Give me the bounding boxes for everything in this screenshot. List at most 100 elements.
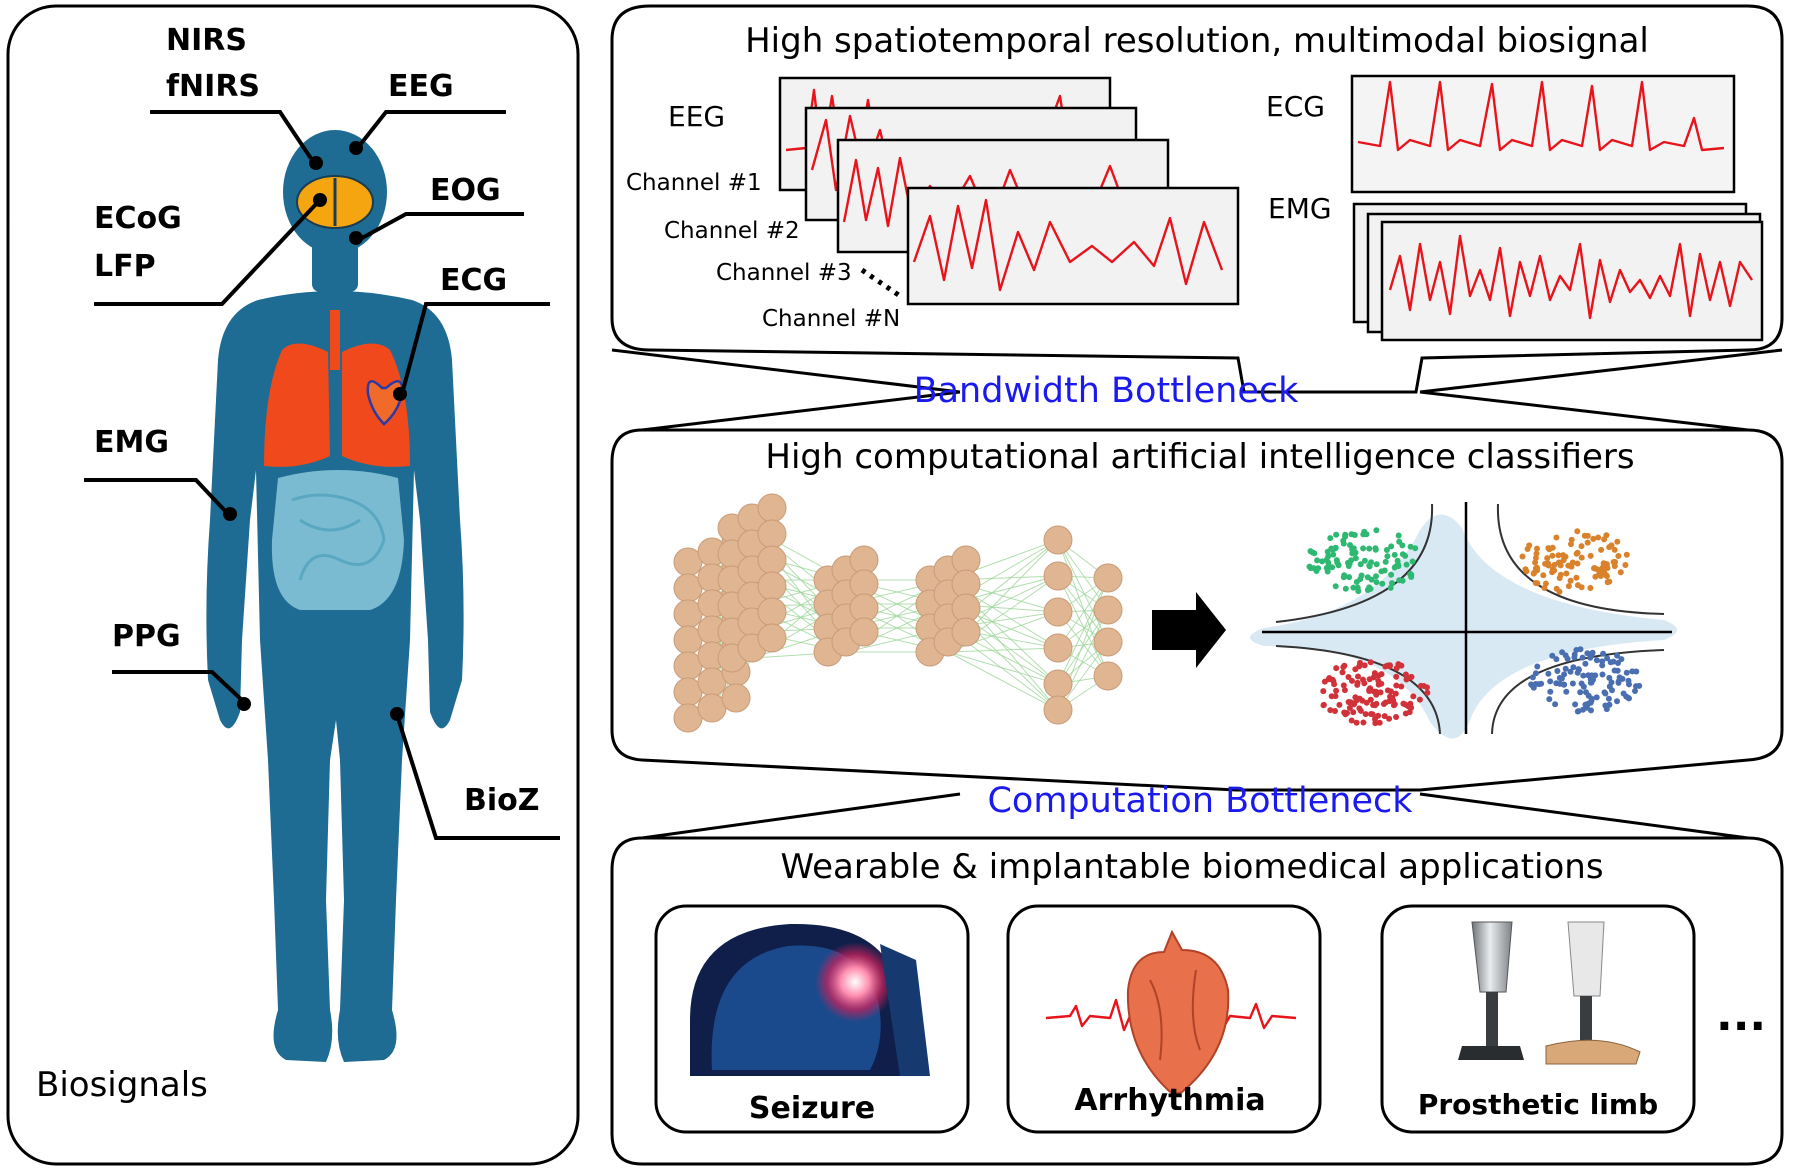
cluster-red-point bbox=[1393, 665, 1400, 672]
nn-connection bbox=[947, 651, 1059, 711]
cluster-blue-point bbox=[1553, 656, 1560, 663]
cluster-red-point bbox=[1381, 713, 1388, 720]
cluster-orange-point bbox=[1569, 559, 1576, 566]
app-card-arrhythmia: Arrhythmia bbox=[1006, 904, 1322, 1134]
cluster-green-point bbox=[1314, 557, 1321, 564]
biosignals-caption: Biosignals bbox=[36, 1065, 208, 1105]
cluster-blue-point bbox=[1573, 647, 1580, 653]
cluster-red-point bbox=[1384, 687, 1391, 694]
cluster-red-point bbox=[1380, 701, 1387, 707]
cluster-green-point bbox=[1366, 584, 1373, 591]
cluster-orange-point bbox=[1545, 545, 1552, 552]
cluster-green-point bbox=[1332, 545, 1339, 552]
cluster-blue-point bbox=[1607, 659, 1614, 666]
cluster-orange-point bbox=[1544, 555, 1551, 562]
cluster-green-point bbox=[1389, 580, 1395, 587]
boundary-curve bbox=[1275, 645, 1441, 735]
cluster-blue-point bbox=[1599, 658, 1606, 665]
cluster-orange-point bbox=[1617, 569, 1624, 576]
cluster-orange-point bbox=[1574, 582, 1581, 589]
eeg-stack-label: EEG bbox=[668, 100, 725, 133]
cluster-orange-point bbox=[1549, 544, 1556, 551]
cluster-orange-point bbox=[1595, 534, 1602, 541]
cluster-blue-point bbox=[1600, 650, 1607, 657]
cluster-blue-point bbox=[1604, 655, 1611, 662]
cluster-red-point bbox=[1328, 693, 1335, 700]
cluster-red-point bbox=[1352, 666, 1359, 673]
cluster-red-point bbox=[1393, 673, 1400, 680]
cluster-blue-point bbox=[1569, 680, 1576, 687]
channel-ellipsis bbox=[860, 267, 902, 299]
cluster-orange-point bbox=[1603, 572, 1610, 578]
cluster-green-point bbox=[1323, 556, 1330, 563]
cluster-orange-point bbox=[1555, 552, 1562, 559]
cluster-green-point bbox=[1364, 574, 1371, 581]
cluster-orange-point bbox=[1532, 555, 1539, 561]
cluster-red-point bbox=[1355, 673, 1361, 680]
cluster-orange-point bbox=[1591, 565, 1598, 571]
cluster-blue-point bbox=[1584, 650, 1591, 657]
cluster-points bbox=[1306, 527, 1643, 727]
cluster-orange-point bbox=[1534, 545, 1540, 552]
cluster-green-point bbox=[1373, 579, 1380, 586]
cluster-red-point bbox=[1408, 704, 1415, 711]
cluster-red-point bbox=[1362, 711, 1369, 718]
cluster-red-point bbox=[1333, 687, 1340, 694]
cluster-red-point bbox=[1398, 683, 1405, 690]
cluster-orange-point bbox=[1549, 552, 1556, 559]
cluster-green-point bbox=[1342, 585, 1349, 592]
cluster-scatter-plot bbox=[1250, 502, 1677, 739]
cluster-red-point bbox=[1329, 676, 1336, 683]
ecg-plot bbox=[1350, 74, 1736, 194]
cluster-orange-point bbox=[1574, 560, 1581, 567]
cluster-green-point bbox=[1352, 555, 1359, 562]
nn-connection bbox=[947, 647, 1059, 653]
cluster-green-point bbox=[1346, 560, 1353, 567]
cluster-blue-point bbox=[1606, 674, 1613, 681]
cluster-orange-point bbox=[1573, 574, 1580, 581]
cluster-red-point bbox=[1391, 701, 1398, 708]
cluster-green-point bbox=[1366, 545, 1373, 552]
label-ppg: PPG bbox=[112, 619, 181, 654]
cluster-green-point bbox=[1315, 565, 1322, 572]
cluster-green-point bbox=[1355, 588, 1362, 595]
cluster-orange-point bbox=[1563, 570, 1570, 577]
cluster-red-point bbox=[1398, 662, 1405, 669]
cluster-red-point bbox=[1366, 676, 1373, 683]
middle-section: High computational artificial intelligen… bbox=[673, 437, 1677, 739]
neural-network-diagram bbox=[673, 493, 1123, 733]
cluster-green-point bbox=[1373, 561, 1380, 568]
cluster-green-point bbox=[1391, 551, 1398, 558]
cluster-orange-point bbox=[1584, 539, 1591, 546]
cluster-blue-point bbox=[1572, 701, 1579, 708]
cluster-red-point bbox=[1346, 704, 1353, 711]
cluster-red-point bbox=[1375, 712, 1382, 719]
cluster-red-point bbox=[1424, 689, 1431, 696]
cluster-red-point bbox=[1340, 682, 1347, 689]
app-label-prosthetic-limb: Prosthetic limb bbox=[1418, 1088, 1658, 1121]
cluster-red-point bbox=[1403, 676, 1410, 683]
cluster-blue-point bbox=[1588, 679, 1595, 686]
left-panel: NIRS fNIRS EEG EOG ECoG LFP ECG EMG PPG … bbox=[6, 4, 580, 1166]
cluster-blue-point bbox=[1557, 680, 1563, 687]
cluster-orange-point bbox=[1587, 552, 1594, 559]
cluster-blue-point bbox=[1593, 694, 1600, 701]
cluster-blue-point bbox=[1632, 688, 1638, 694]
cluster-green-point bbox=[1378, 568, 1385, 575]
eeg-channel-stack bbox=[778, 76, 1240, 306]
cluster-blue-point bbox=[1587, 699, 1594, 706]
cluster-green-point bbox=[1307, 548, 1314, 555]
cluster-blue-point bbox=[1606, 683, 1613, 690]
cluster-green-point bbox=[1412, 545, 1419, 552]
cluster-red-point bbox=[1345, 699, 1352, 705]
cluster-red-point bbox=[1393, 682, 1400, 689]
cluster-orange-point bbox=[1522, 566, 1529, 573]
cluster-green-point bbox=[1361, 528, 1368, 535]
cluster-blue-point bbox=[1611, 667, 1618, 674]
nn-node bbox=[757, 571, 787, 601]
cluster-blue-point bbox=[1614, 698, 1620, 705]
cluster-red-point bbox=[1332, 708, 1338, 714]
nn-node bbox=[1043, 597, 1073, 627]
cluster-orange-point bbox=[1597, 570, 1604, 577]
